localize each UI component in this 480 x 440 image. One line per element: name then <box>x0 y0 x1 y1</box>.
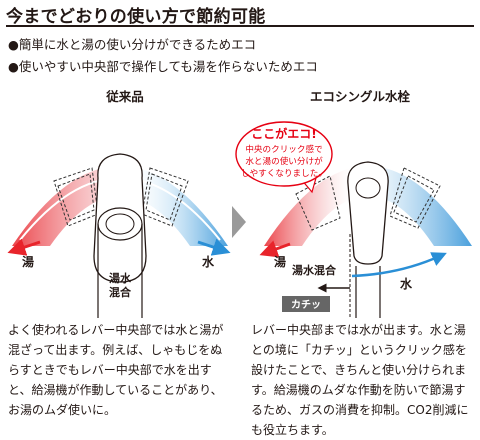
heading-conventional: 従来品 <box>106 89 144 104</box>
click-badge <box>282 296 330 312</box>
hot-label: 湯 <box>22 254 34 269</box>
page-title: 今までどおりの使い方で節約可能 <box>6 7 266 27</box>
callout-line-1: 中央のクリック感で <box>245 143 322 155</box>
eco-mix-label: 湯水混合 <box>292 263 337 277</box>
heading-eco-faucet: エコシングル水栓 <box>309 89 410 104</box>
eco-lever-ghost-outlines <box>295 167 441 231</box>
cold-arrow <box>197 238 231 256</box>
mix-label-line1: 湯水 <box>109 271 132 285</box>
cold-label: 水 <box>202 254 215 269</box>
eco-hot-arrow <box>259 240 291 258</box>
eco-cold-label: 水 <box>400 276 413 291</box>
click-label: カチッ <box>291 299 321 311</box>
faucet-body-top <box>97 207 143 241</box>
comparison-diagram: 湯 水 湯水 混合 湯 湯水混合 水 カチッ ここがエコ! 中央のクリック感で <box>7 121 472 318</box>
conventional-description: よく使われるレバー中央部では水と湯が混ざって出ます。例えば、しゃもじをぬらすとき… <box>8 323 224 417</box>
title-divider <box>6 25 474 27</box>
callout-line-2: 水と湯の使い分けが <box>245 155 323 167</box>
mix-label-line2: 混合 <box>109 285 132 299</box>
eco-lever-handle <box>347 161 389 265</box>
eco-hot-label: 湯 <box>274 254 286 269</box>
temperature-arc <box>12 166 228 246</box>
eco-diagram: 湯 湯水混合 水 カチッ ここがエコ! 中央のクリック感で 水と湯の使い分けが … <box>235 121 472 318</box>
eco-cold-arrow <box>351 252 447 278</box>
conventional-diagram: 湯 水 湯水 混合 <box>7 153 231 318</box>
eco-callout-bubble: ここがエコ! 中央のクリック感で 水と湯の使い分けが しやすくなりました。 <box>235 121 333 194</box>
hot-arrow <box>7 238 41 256</box>
compare-arrow-icon <box>232 206 246 238</box>
bullet-easy-switch: ●簡単に水と湯の使い分けができるためエコ <box>8 37 257 52</box>
callout-title: ここがエコ! <box>251 126 316 141</box>
callout-line-3: しやすくなりました。 <box>241 168 327 179</box>
eco-description: レバー中央部までは水が出ます。水と湯との境に「カチッ」というクリック感を設けたこ… <box>251 323 469 437</box>
eco-temperature-arc <box>264 166 472 246</box>
bullet-center-operation: ●使いやすい中央部で操作しても湯を作らないためエコ <box>8 59 318 74</box>
